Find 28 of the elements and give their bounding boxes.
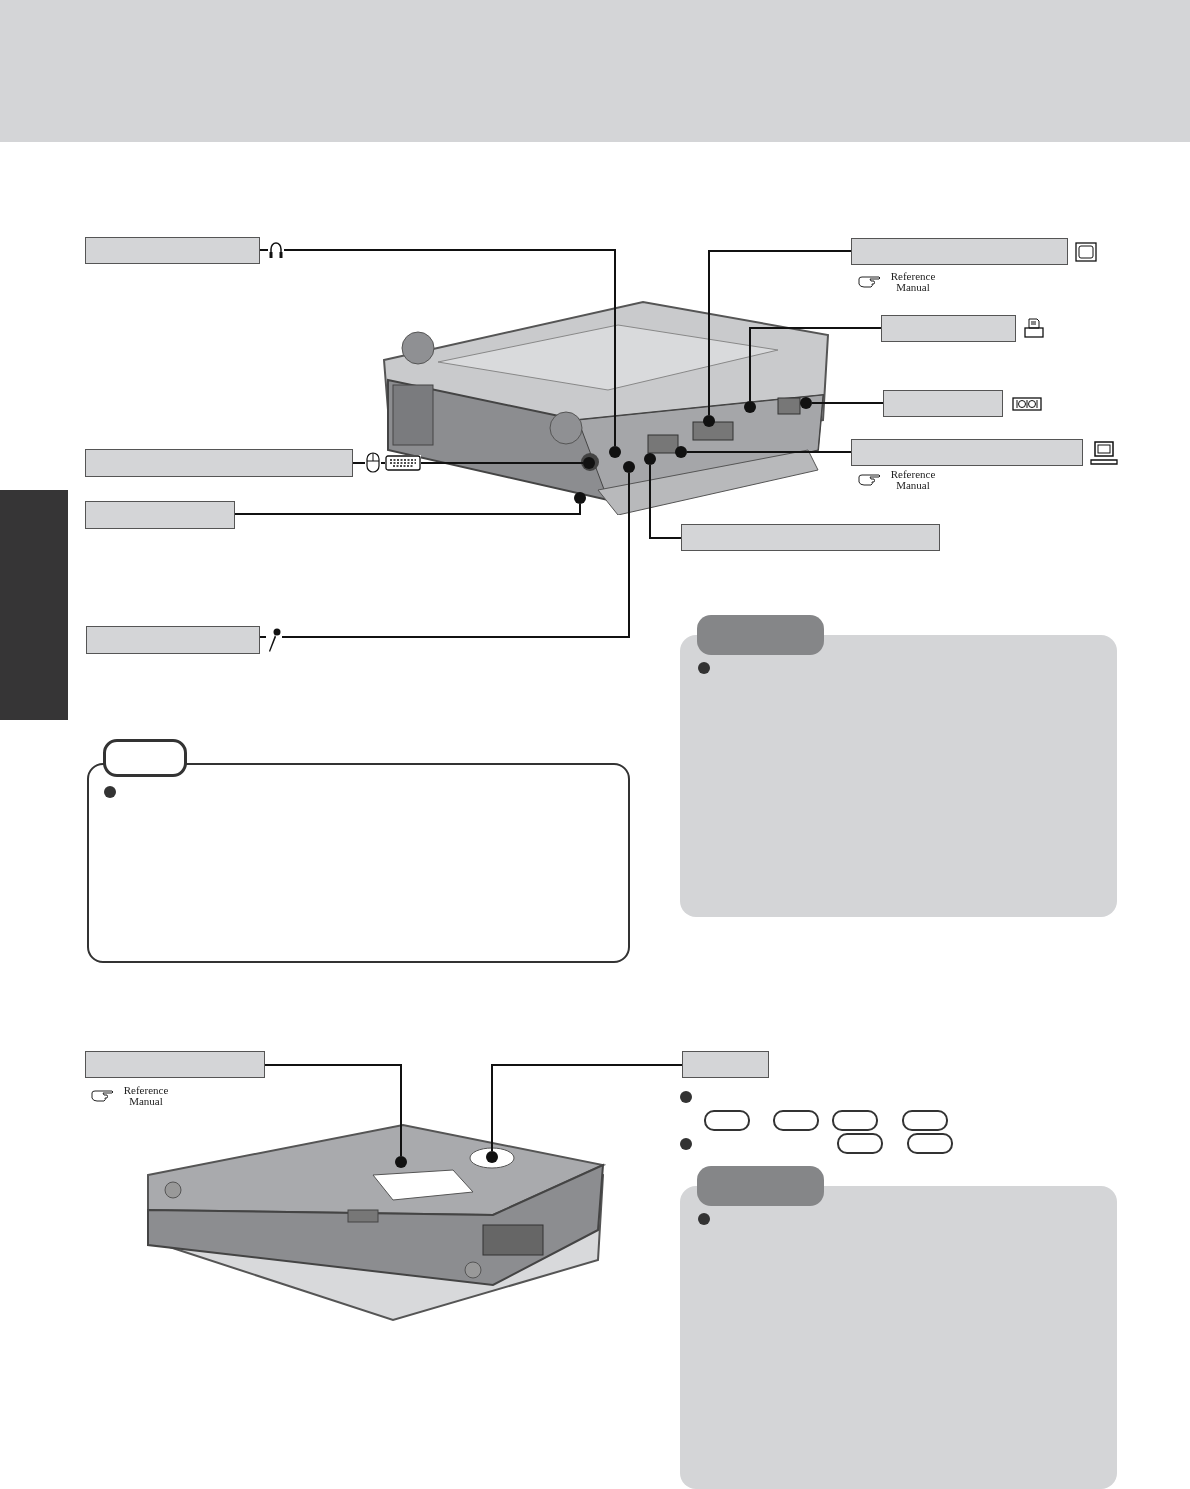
label-box [85,1051,265,1078]
leader-line [686,451,852,453]
label-box [86,626,260,654]
label-box [851,439,1083,466]
note-tab [103,739,187,777]
leader-line [234,503,581,515]
caution-tab [697,615,824,655]
leader-line [649,464,682,539]
label-box [881,315,1016,342]
leader-line [259,249,616,447]
leader-line [264,1064,402,1157]
caution-tab [697,1166,824,1206]
label-box [681,524,940,551]
reference-note: Reference Manual [889,469,937,491]
reference-note: Reference Manual [889,271,937,293]
reference-note: Reference Manual [122,1085,170,1107]
leader-line [259,472,630,638]
label-box [883,390,1003,417]
side-tab [0,490,68,720]
leader-line [352,462,584,464]
leader-line [708,250,852,416]
label-box [85,449,353,477]
leader-line [749,327,882,402]
label-box [851,238,1068,265]
label-box [682,1051,769,1078]
label-box [85,237,260,264]
leader-line [491,1064,683,1152]
label-box [85,501,235,529]
